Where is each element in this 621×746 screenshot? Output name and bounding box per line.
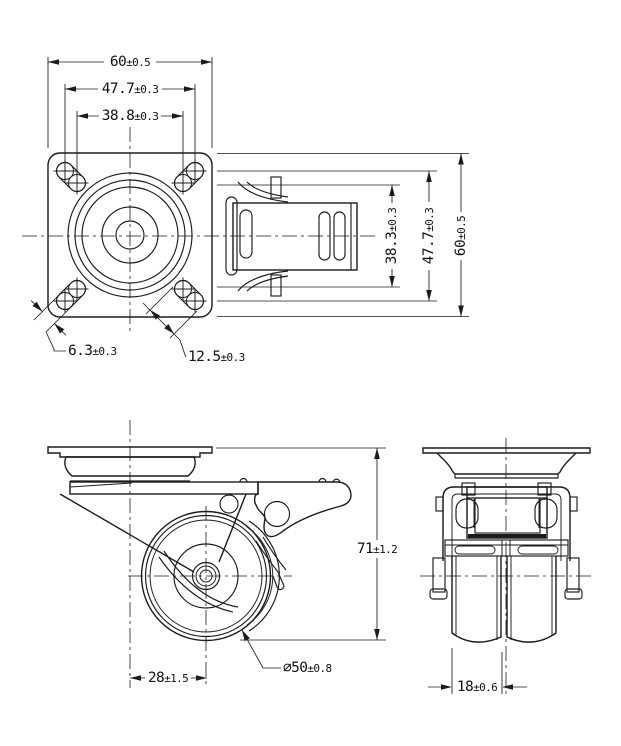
side-view: 71±1.2 28±1.5 ⌀50±0.8 <box>47 420 398 688</box>
axle-end-right <box>566 557 580 593</box>
side-fork <box>59 493 247 573</box>
dim-label-overall-depth: 60±0.5 <box>453 216 469 256</box>
rear-wheel-arc <box>248 520 280 632</box>
front-plate-and-swivel <box>422 447 591 479</box>
dim-top-slot-width: 6.3±0.3 <box>30 291 117 359</box>
dim-label-swivel-offset: 28±1.5 <box>148 670 188 686</box>
wheel-side <box>140 510 280 642</box>
dim-label-bolt-outer: 47.7±0.3 <box>102 81 159 97</box>
dim-label-wheel-diameter: ⌀50±0.8 <box>283 660 331 676</box>
dim-label-overall-height: 71±1.2 <box>357 541 397 557</box>
dim-top-bolt-outer: 47.7±0.3 <box>64 81 196 163</box>
dim-label-slot-width: 6.3±0.3 <box>68 343 116 359</box>
dim-top-overall-width: 60±0.5 <box>47 54 213 148</box>
dim-label-overall-width: 60±0.5 <box>110 54 150 70</box>
dim-label-bracket-height: 38.3±0.3 <box>384 208 400 265</box>
dim-top-overall-depth: 60±0.5 <box>217 153 469 317</box>
side-plate-and-swivel <box>47 446 259 514</box>
dim-label-wheel-width: 18±0.6 <box>457 679 497 695</box>
front-fork <box>435 482 578 561</box>
dim-front-wheel-width: 18±0.6 <box>428 648 527 695</box>
dim-top-bracket-height: 38.3±0.3 <box>217 184 400 288</box>
front-view: 18±0.6 <box>420 438 592 695</box>
dim-top-bolt-vertical: 47.7±0.3 <box>217 170 437 302</box>
dim-label-bolt-vertical: 47.7±0.3 <box>421 208 437 265</box>
swivel-race-circles <box>67 172 193 298</box>
dim-side-wheel-diameter: ⌀50±0.8 <box>241 629 332 676</box>
brake-lever <box>239 477 352 591</box>
mounting-plate-outline <box>47 152 213 318</box>
front-wheels <box>429 556 583 643</box>
wheel-top-outline <box>225 176 358 297</box>
dim-label-slot-length: 12.5±0.3 <box>188 349 245 365</box>
top-view: 60±0.5 47.7±0.3 38.8±0.3 38.3±0.3 47.7±0… <box>22 54 469 365</box>
dim-side-height: 71±1.2 <box>216 447 398 641</box>
dim-side-offset: 28±1.5 <box>130 670 207 686</box>
dim-label-bolt-inner: 38.8±0.3 <box>102 108 159 124</box>
axle-end-left <box>432 557 446 593</box>
dim-top-bolt-inner: 38.8±0.3 <box>76 108 184 173</box>
dim-top-slot-length: 12.5±0.3 <box>142 286 245 365</box>
